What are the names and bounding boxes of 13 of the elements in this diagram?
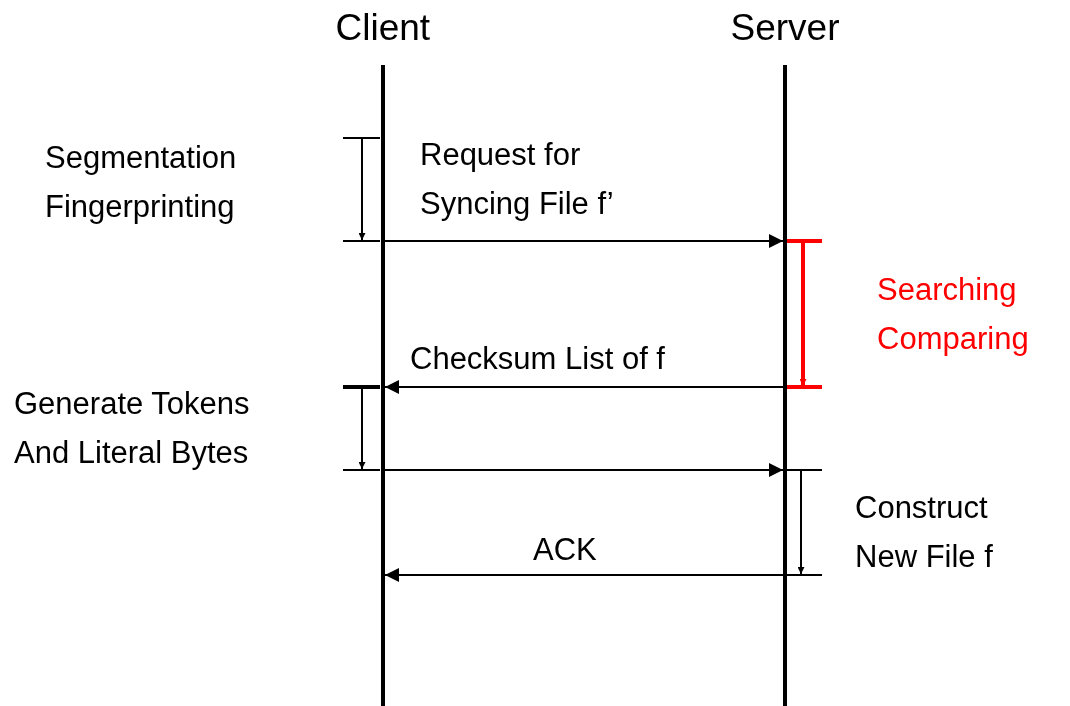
message-arrow bbox=[384, 380, 784, 394]
step-note: Construct New File f bbox=[855, 489, 994, 576]
step-note: Segmentation Fingerprinting bbox=[45, 139, 238, 226]
message-arrow bbox=[384, 234, 784, 248]
lifeline-header: Client bbox=[335, 6, 431, 50]
step-note: Searching Comparing bbox=[877, 271, 1030, 358]
edge-label: Request for Syncing File f’ bbox=[420, 136, 615, 223]
edge-label: ACK bbox=[533, 531, 598, 569]
step-note: Generate Tokens And Literal Bytes bbox=[14, 385, 251, 472]
message-arrow bbox=[384, 463, 784, 477]
message-arrow bbox=[384, 568, 784, 582]
lifeline-header: Server bbox=[730, 6, 840, 50]
edge-label: Checksum List of f bbox=[410, 340, 666, 378]
